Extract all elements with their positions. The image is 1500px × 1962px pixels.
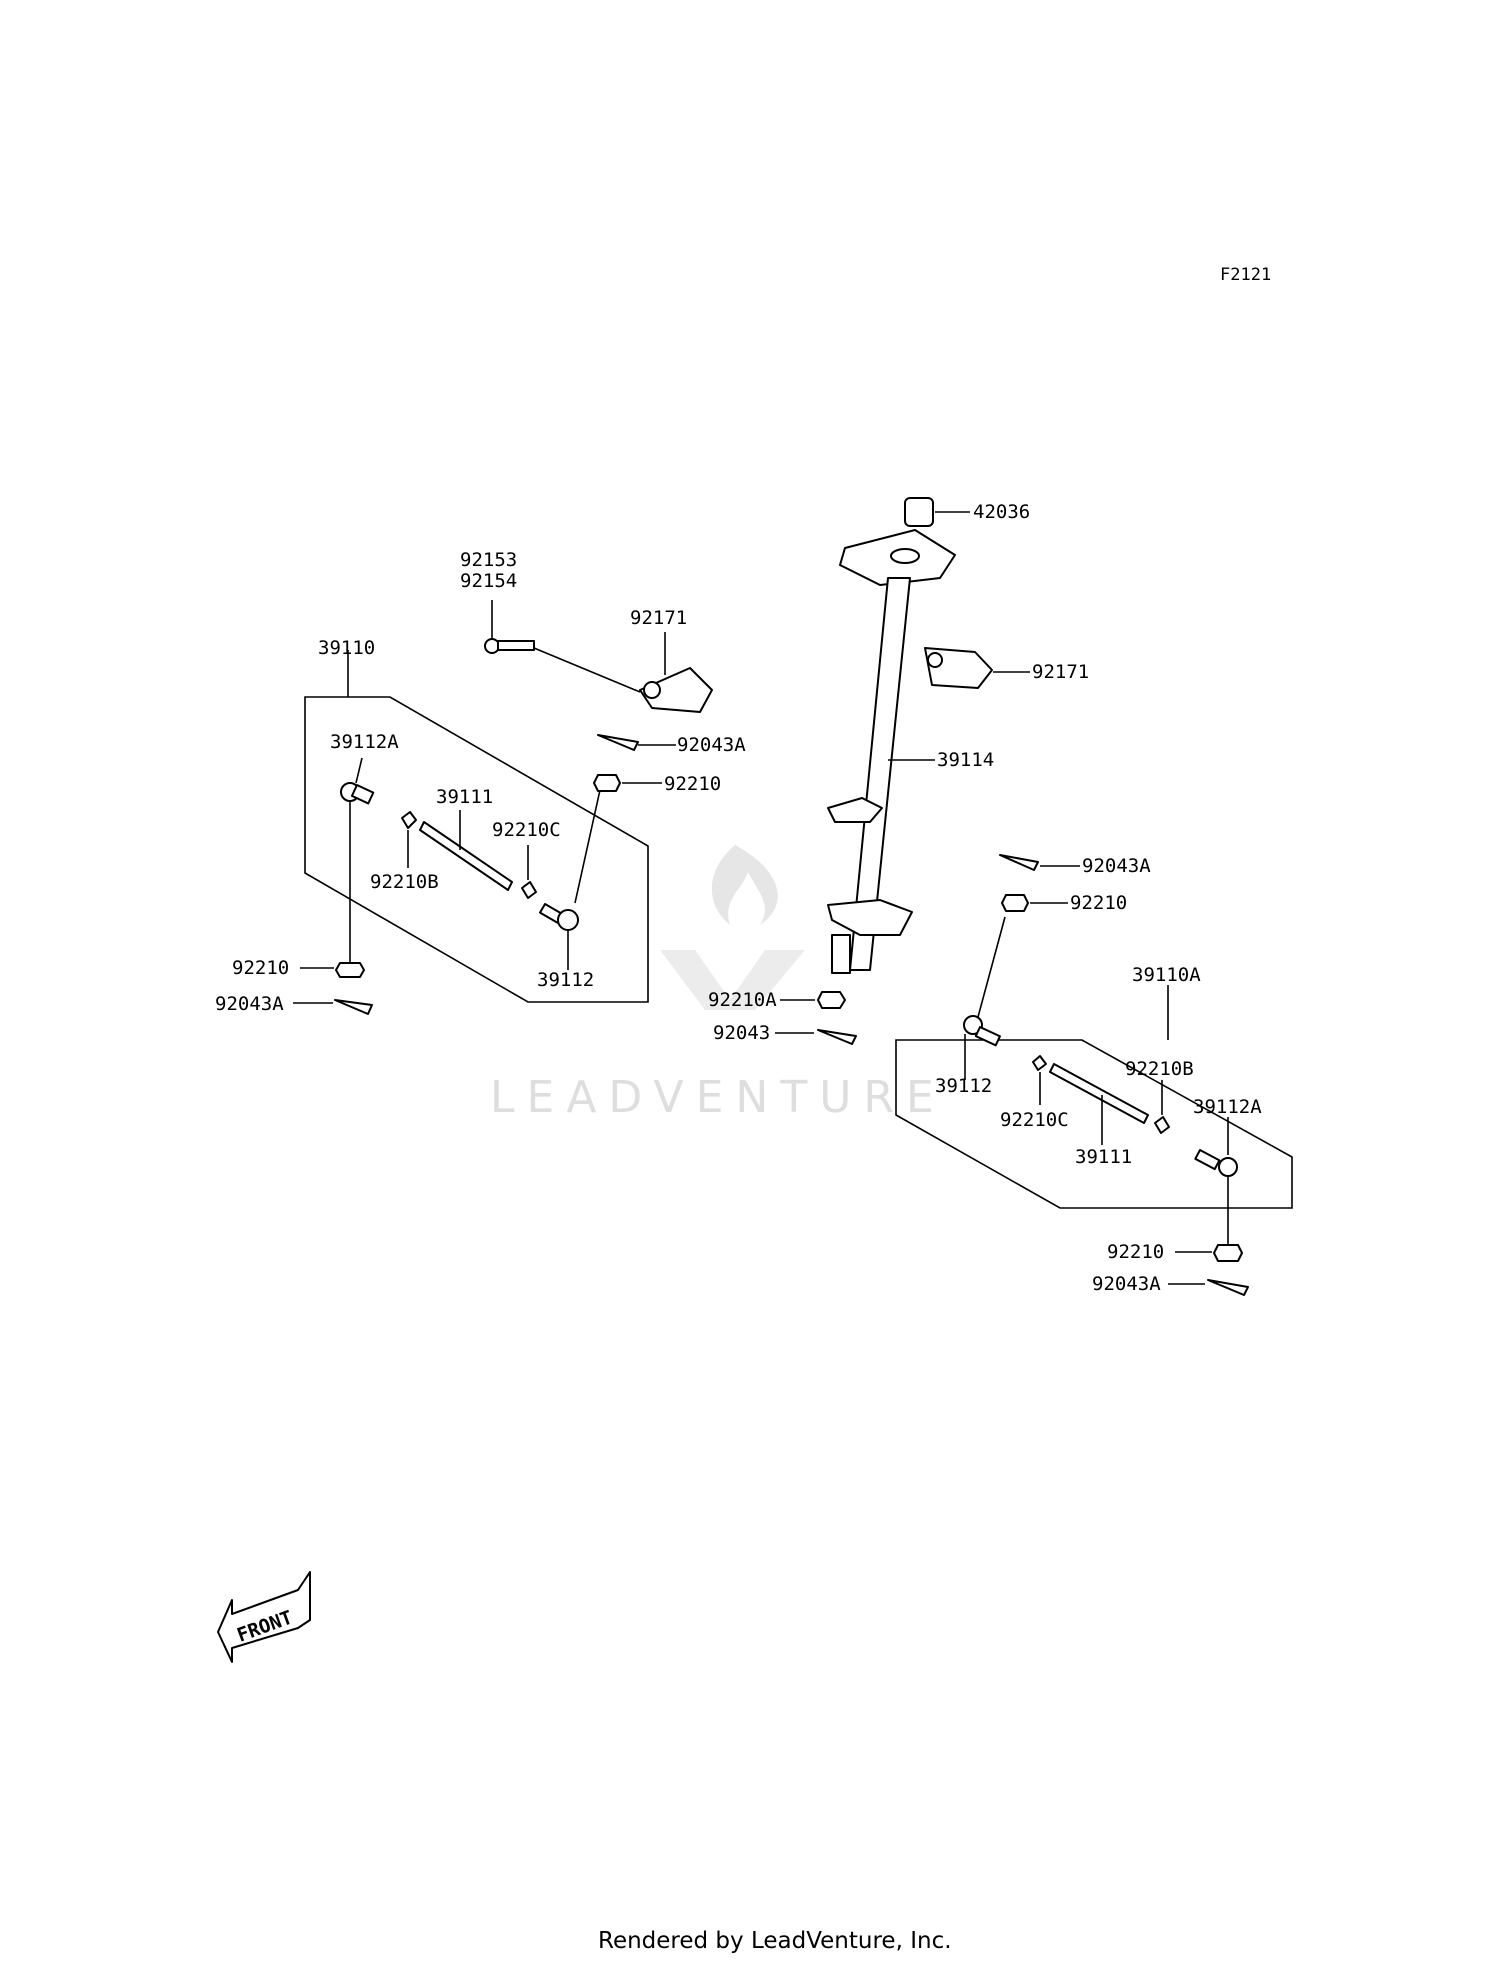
cotter-pin-92043A-bottom [1168,1279,1249,1296]
label-92210C-right: 92210C [1000,1109,1069,1131]
label-39112-left: 39112 [537,969,594,991]
label-92210-bottom: 92210 [1107,1241,1164,1263]
label-39112A-left: 39112A [330,731,399,753]
nut-92210A [780,991,846,1009]
nut-92210B-right [1154,1116,1170,1134]
watermark: LEADVENTURE [490,845,946,1123]
label-92210B-right: 92210B [1125,1058,1194,1080]
tie-rod-end-39112A-left [340,782,375,962]
label-92210-top: 92210 [664,773,721,795]
tie-rod-39111-right [1049,1063,1149,1145]
cotter-pin-92043A-right [999,854,1080,871]
label-92171-left: 92171 [630,607,687,629]
nut-92210-left [335,962,365,978]
label-92043A-left: 92043A [215,993,284,1015]
bracket-39110A [895,1039,1293,1209]
diagram-code: F2121 [1220,265,1271,285]
label-39111-right: 39111 [1075,1146,1132,1168]
tie-rod-end-39112A-right [1194,1117,1238,1245]
tie-rod-end-39112-right [963,1015,1001,1080]
bracket-39110 [304,696,649,1003]
nut-92210-top [593,774,662,792]
label-92043: 92043 [713,1022,770,1044]
label-39114: 39114 [937,749,994,771]
label-39110A: 39110A [1132,964,1201,986]
nut-92210C-left [521,881,537,899]
right-tie-rod-assembly [895,854,1293,1296]
nut-92210-bottom [1175,1244,1243,1262]
clamp-92171-right [924,647,1030,689]
label-92043A-right: 92043A [1082,855,1151,877]
nut-92210-right [1001,894,1068,912]
front-arrow-icon: FRONT [217,1571,311,1663]
watermark-text: LEADVENTURE [490,1072,946,1123]
cotter-pin-92043 [775,1029,857,1045]
left-tie-rod-assembly [293,650,649,1015]
footer-credit: Rendered by LeadVenture, Inc. [598,1928,952,1954]
label-92210-right: 92210 [1070,892,1127,914]
tie-rod-end-39112-left [539,903,579,970]
label-92210A: 92210A [708,989,777,1011]
label-39110: 39110 [318,637,375,659]
label-92171-right: 92171 [1032,661,1089,683]
clamp-92171-left [639,632,713,713]
cotter-pin-92043A-left [334,999,373,1015]
label-39112-right: 39112 [935,1075,992,1097]
cotter-pin-92043A-top [597,734,676,751]
label-42036: 42036 [973,501,1030,523]
label-92153: 92153 [460,549,517,571]
label-39111-left: 39111 [436,786,493,808]
steering-shaft-39114 [827,529,956,974]
label-92043A-top: 92043A [677,734,746,756]
label-92210-left: 92210 [232,957,289,979]
tie-rod-39111-left [419,810,513,891]
label-39112A-right: 39112A [1193,1096,1262,1118]
bushing-42036 [904,497,970,527]
label-92154: 92154 [460,570,517,592]
nut-92210C-right [1032,1055,1047,1071]
label-92210C-left: 92210C [492,819,561,841]
label-92043A-bottom: 92043A [1092,1273,1161,1295]
nut-92210B-left [401,811,417,829]
bolt-92153-92154 [484,600,641,693]
label-92210B-left: 92210B [370,871,439,893]
